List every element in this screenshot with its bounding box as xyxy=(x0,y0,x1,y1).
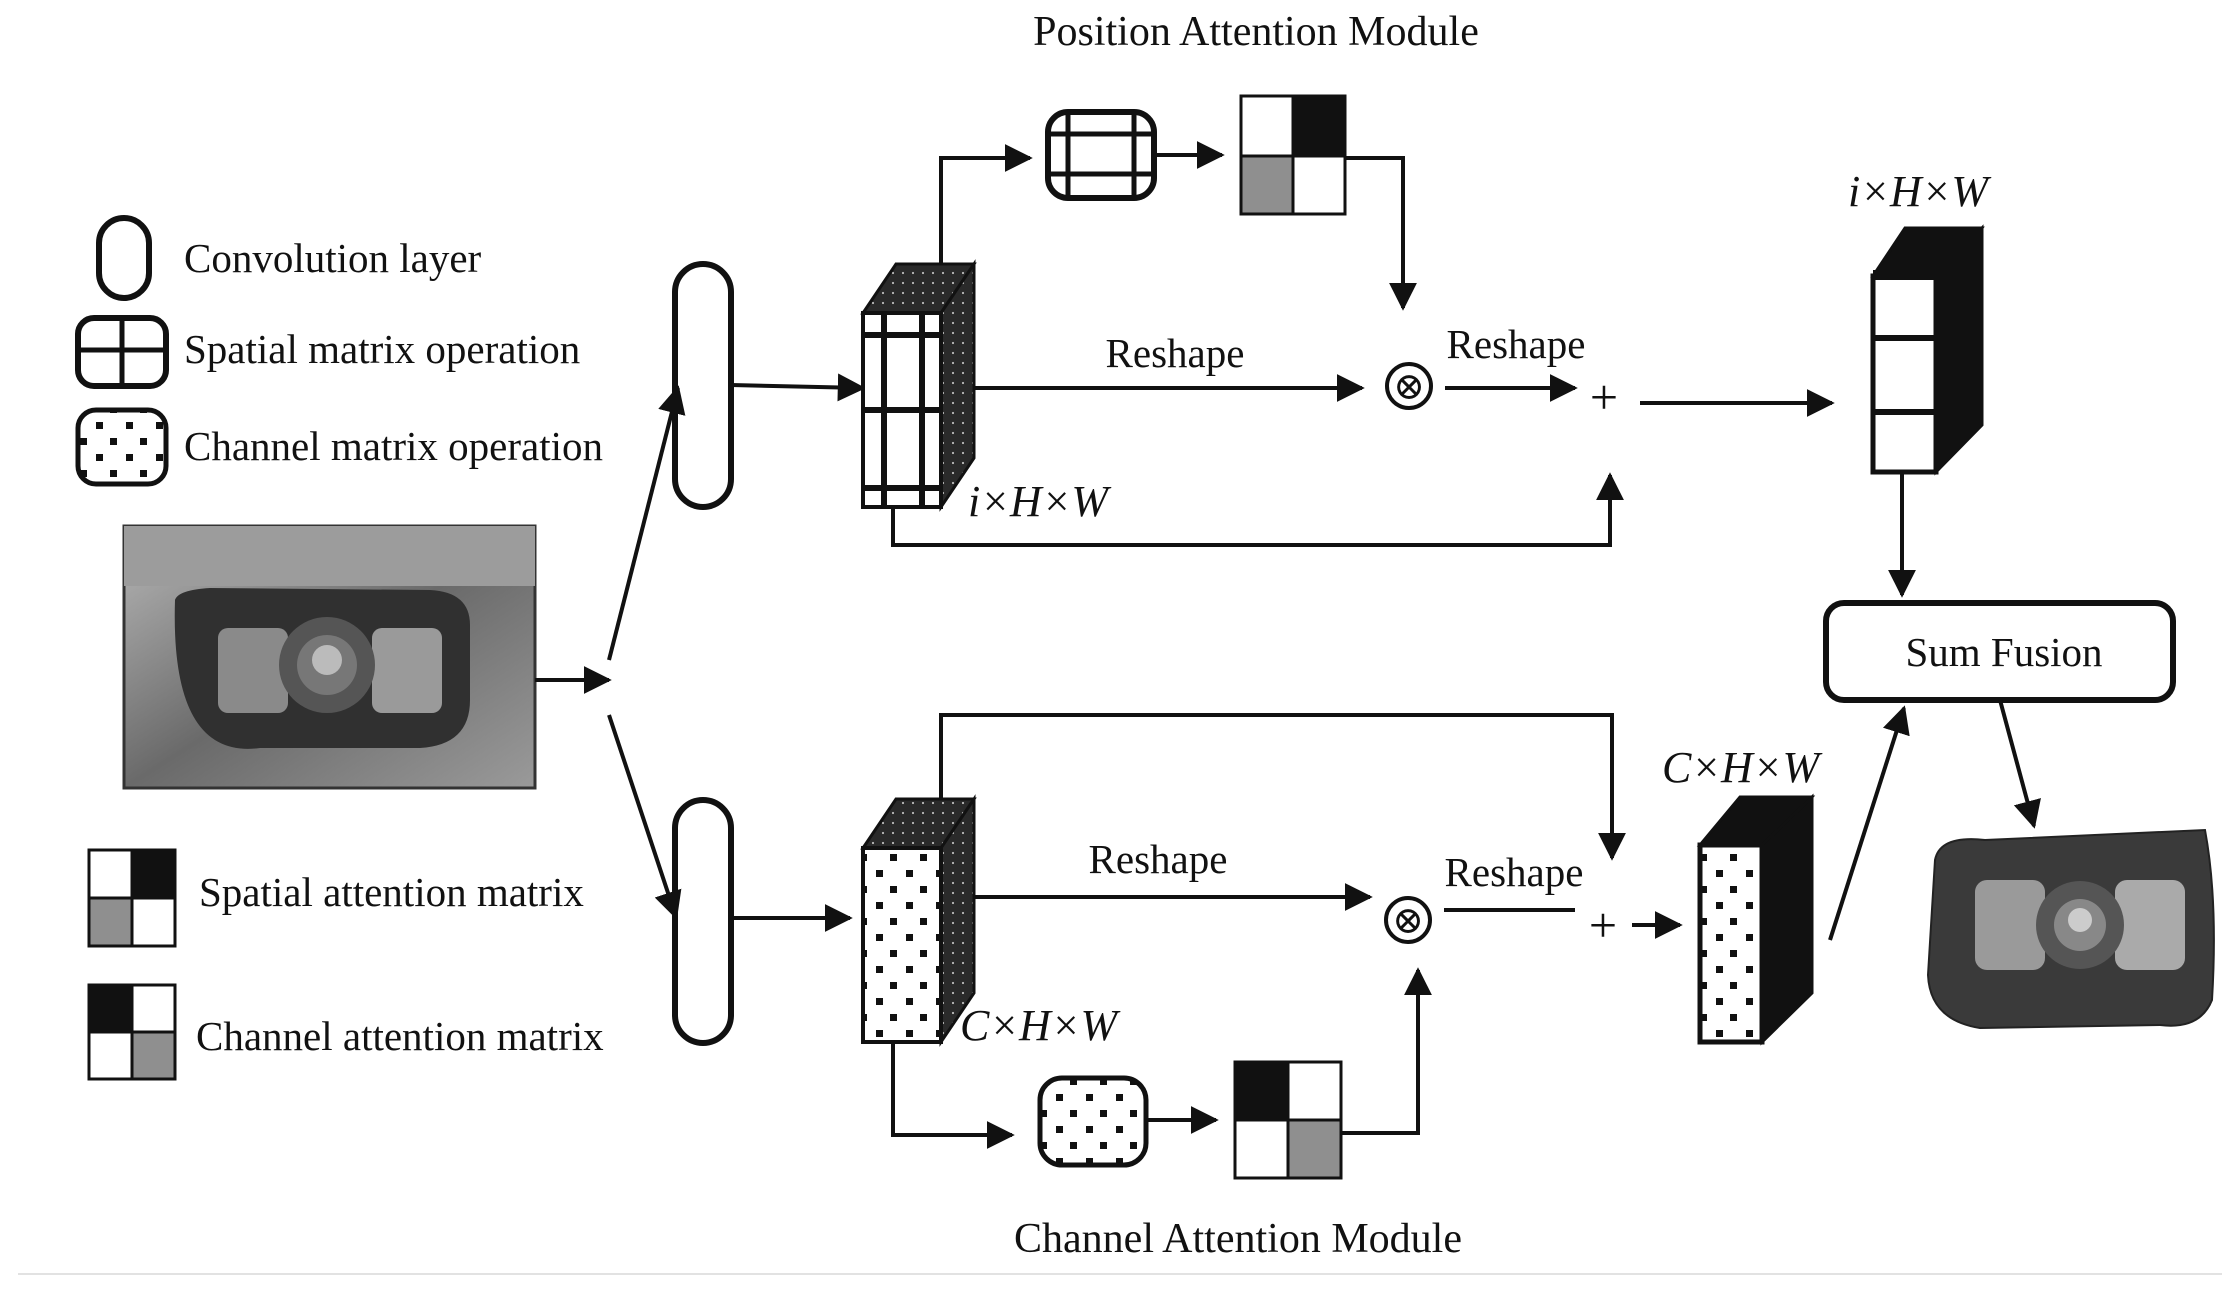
conv-layer-bottom xyxy=(672,797,734,1046)
svg-text:⊗: ⊗ xyxy=(1392,900,1424,942)
channel-add-icon: + xyxy=(1589,897,1617,953)
fusion-to-result-arrow xyxy=(1998,699,2041,829)
residual-arrow-top xyxy=(891,472,1624,547)
channel-attention-matrix-icon xyxy=(87,983,177,1081)
position-spatial-attention-matrix xyxy=(1239,94,1347,216)
position-block-dims: i×H×W xyxy=(968,477,1111,526)
sum-fusion-box xyxy=(1823,600,2176,703)
position-upper-arrow xyxy=(939,144,1033,264)
position-attention-title: Position Attention Module xyxy=(1033,9,1479,55)
position-multiply-icon: ⊗ xyxy=(1385,362,1433,410)
matrix-to-multiply-arrow-bottom xyxy=(1341,967,1432,1135)
position-reshape-label-1: Reshape xyxy=(1106,330,1245,376)
channel-output-block xyxy=(1696,793,1816,1046)
channel-multiply-icon: ⊗ xyxy=(1384,896,1432,944)
result-image xyxy=(1926,828,2215,1030)
legend: Convolution layer Spatial matrix operati… xyxy=(75,215,604,1081)
legend-spatial-att-label: Spatial attention matrix xyxy=(199,869,584,915)
channel-attention-title: Channel Attention Module xyxy=(1014,1216,1462,1262)
position-reshape-label-2: Reshape xyxy=(1447,321,1586,367)
position-output-dims: i×H×W xyxy=(1848,167,1991,216)
conv-layer-top xyxy=(672,261,734,510)
legend-channel-op-label: Channel matrix operation xyxy=(184,423,603,469)
channel-reshape-label-2: Reshape xyxy=(1445,849,1584,895)
matrix-to-multiply-arrow-top xyxy=(1345,156,1417,311)
residual-arrow-bottom xyxy=(939,713,1626,861)
split-arrow-top xyxy=(607,385,686,661)
position-spatial-op-icon xyxy=(1045,109,1157,201)
spatial-attention-matrix-icon xyxy=(87,848,177,948)
position-feature-block xyxy=(860,259,977,512)
position-add-icon: + xyxy=(1590,369,1618,425)
sum-fusion-label: Sum Fusion xyxy=(1905,629,2102,675)
channel-reshape-label-1: Reshape xyxy=(1089,836,1228,882)
channel-op-icon xyxy=(1037,1075,1149,1168)
channel-lower-arrow xyxy=(891,1042,1015,1149)
legend-channel-att-label: Channel attention matrix xyxy=(196,1013,604,1059)
conv-top-to-box-arrow xyxy=(730,373,866,402)
input-image xyxy=(122,524,537,790)
channel-attention-matrix xyxy=(1233,1060,1343,1180)
split-arrow-bottom xyxy=(607,714,682,920)
convolution-layer-icon xyxy=(96,215,152,301)
channel-block-dims: C×H×W xyxy=(960,1001,1121,1050)
channel-matrix-icon xyxy=(75,407,169,487)
spatial-matrix-icon xyxy=(75,315,169,389)
legend-spatial-op-label: Spatial matrix operation xyxy=(184,326,580,372)
output-bottom-to-fusion-arrow xyxy=(1828,705,1910,941)
svg-text:⊗: ⊗ xyxy=(1393,366,1425,408)
channel-output-dims: C×H×W xyxy=(1662,743,1823,792)
legend-convolution-label: Convolution layer xyxy=(184,235,482,281)
channel-feature-block xyxy=(860,794,977,1047)
position-output-block xyxy=(1870,224,1985,476)
